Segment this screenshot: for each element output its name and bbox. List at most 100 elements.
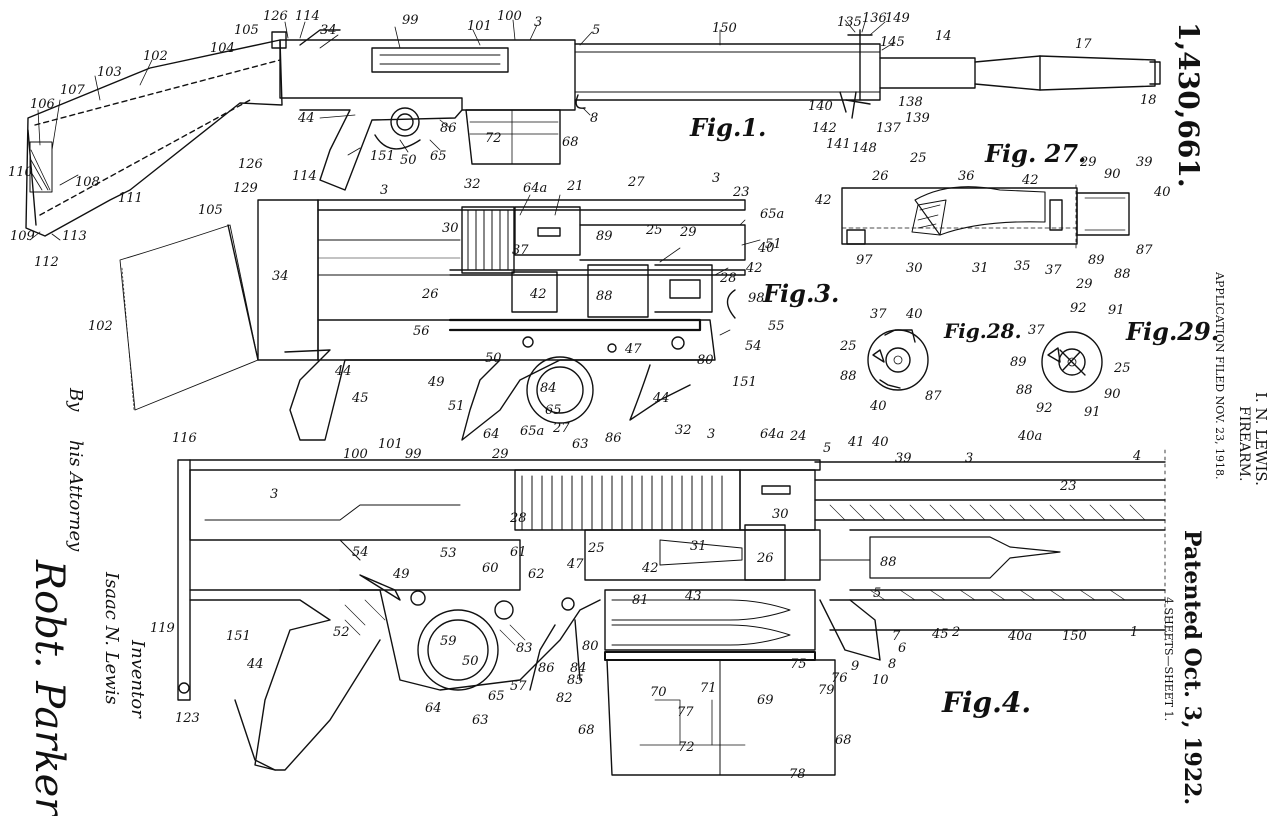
- ref-label: 45: [351, 391, 369, 406]
- ref-label: 8: [590, 111, 598, 126]
- ref-label: 99: [405, 447, 422, 462]
- ref-label: 29: [1079, 155, 1097, 170]
- patent-number: 1,430,661.: [1172, 22, 1205, 188]
- ref-label: 28: [509, 511, 527, 526]
- ref-label: 105: [198, 203, 223, 218]
- ref-label: 64: [483, 427, 500, 442]
- ref-label: 25: [1113, 361, 1131, 376]
- ref-label: 65a: [760, 207, 784, 222]
- ref-label: 68: [835, 733, 852, 748]
- ref-label: 5: [592, 23, 600, 38]
- his-attorney-label: his Attorney: [65, 440, 86, 552]
- ref-label: 26: [421, 287, 439, 302]
- ref-label: 99: [402, 13, 419, 28]
- ref-label: 61: [510, 545, 527, 560]
- ref-label: 42: [641, 561, 659, 576]
- ref-label: 26: [871, 169, 889, 184]
- ref-label: 17: [1075, 37, 1092, 52]
- ref-label: 32: [464, 177, 481, 192]
- ref-label: 43: [684, 589, 702, 604]
- ref-label: 41: [847, 435, 865, 450]
- ref-label: 69: [757, 693, 774, 708]
- ref-label: 50: [462, 654, 479, 669]
- ref-label: 6: [898, 641, 906, 656]
- ref-label: 10: [872, 673, 889, 688]
- inventor-full-name: Isaac N. Lewis: [101, 572, 122, 705]
- ref-label: 14: [935, 29, 952, 44]
- ref-label: 39: [895, 451, 912, 466]
- ref-label: 60: [482, 561, 499, 576]
- ref-label: 64: [425, 701, 442, 716]
- ref-label: 141: [826, 137, 851, 152]
- ref-label: 102: [143, 49, 168, 64]
- ref-label: 3: [534, 15, 542, 30]
- ref-label: 21: [566, 179, 584, 194]
- ref-label: 63: [472, 713, 489, 728]
- ref-label: 45: [931, 627, 949, 642]
- ref-label: 88: [880, 555, 897, 570]
- ref-label: 86: [538, 661, 555, 676]
- ref-label: 56: [413, 324, 430, 339]
- ref-label: 90: [1104, 167, 1121, 182]
- ref-label: 42: [1021, 173, 1039, 188]
- fig3-labels: 126 129 114 105 34 102 3 32 64a 21 27 3 …: [88, 157, 785, 452]
- fig4-section-drawing: [177, 449, 1166, 776]
- ref-label: 88: [840, 369, 857, 384]
- ref-label: 103: [97, 65, 122, 80]
- ref-label: 91: [1108, 303, 1125, 318]
- ref-label: 70: [650, 685, 667, 700]
- ref-label: 129: [233, 181, 258, 196]
- ref-label: 50: [400, 153, 417, 168]
- ref-label: 81: [632, 593, 649, 608]
- ref-label: 85: [567, 673, 584, 688]
- ref-label: 97: [856, 253, 873, 268]
- fig29-labels: 92 91 37 89 25 88 90 92 91: [1010, 301, 1131, 420]
- ref-label: 50: [485, 351, 502, 366]
- ref-label: 42: [814, 193, 832, 208]
- ref-label: 4: [1132, 449, 1141, 464]
- ref-label: 86: [440, 121, 457, 136]
- ref-label: 105: [234, 23, 259, 38]
- ref-label: 1: [1130, 625, 1138, 640]
- ref-label: 44: [297, 111, 315, 126]
- ref-label: 91: [1084, 405, 1101, 420]
- inventor-name: I. N. LEWIS.: [1252, 392, 1270, 486]
- ref-label: 3: [380, 183, 388, 198]
- fig29-caption: Fig.29.: [1125, 317, 1219, 346]
- ref-label: 151: [370, 149, 395, 164]
- ref-label: 47: [624, 342, 642, 357]
- ref-label: 89: [1088, 253, 1105, 268]
- ref-label: 40: [757, 241, 775, 256]
- ref-label: 63: [572, 437, 589, 452]
- ref-label: 62: [528, 567, 545, 582]
- ref-label: 142: [812, 121, 837, 136]
- ref-label: 64a: [523, 181, 547, 196]
- fig4-caption: Fig.4.: [941, 686, 1031, 719]
- ref-label: 5: [873, 586, 881, 601]
- ref-label: 29: [491, 447, 509, 462]
- ref-label: 71: [700, 681, 717, 696]
- patented-date: Patented Oct. 3, 1922.: [1179, 530, 1205, 806]
- ref-label: 28: [719, 271, 737, 286]
- ref-label: 25: [839, 339, 857, 354]
- ref-label: 80: [582, 639, 599, 654]
- application-filed: APPLICATION FILED NOV. 23, 1918.: [1213, 272, 1226, 480]
- ref-label: 68: [578, 723, 595, 738]
- ref-label: 25: [587, 541, 605, 556]
- ref-label: 92: [1036, 401, 1053, 416]
- ref-label: 31: [972, 261, 989, 276]
- ref-label: 87: [925, 389, 942, 404]
- ref-label: 113: [62, 229, 87, 244]
- fig1-labels: 126 114 105 104 34 99 101 100 3 5 150 13…: [8, 9, 1157, 270]
- ref-label: 3: [712, 171, 720, 186]
- ref-label: 148: [852, 141, 877, 156]
- ref-label: 24: [789, 429, 807, 444]
- ref-label: 88: [596, 289, 613, 304]
- ref-label: 82: [556, 691, 573, 706]
- ref-label: 51: [448, 399, 465, 414]
- ref-label: 112: [34, 255, 59, 270]
- ref-label: 111: [118, 191, 143, 206]
- fig29-end-view: [1041, 331, 1103, 393]
- ref-label: 136: [862, 11, 887, 26]
- ref-label: 137: [876, 121, 902, 136]
